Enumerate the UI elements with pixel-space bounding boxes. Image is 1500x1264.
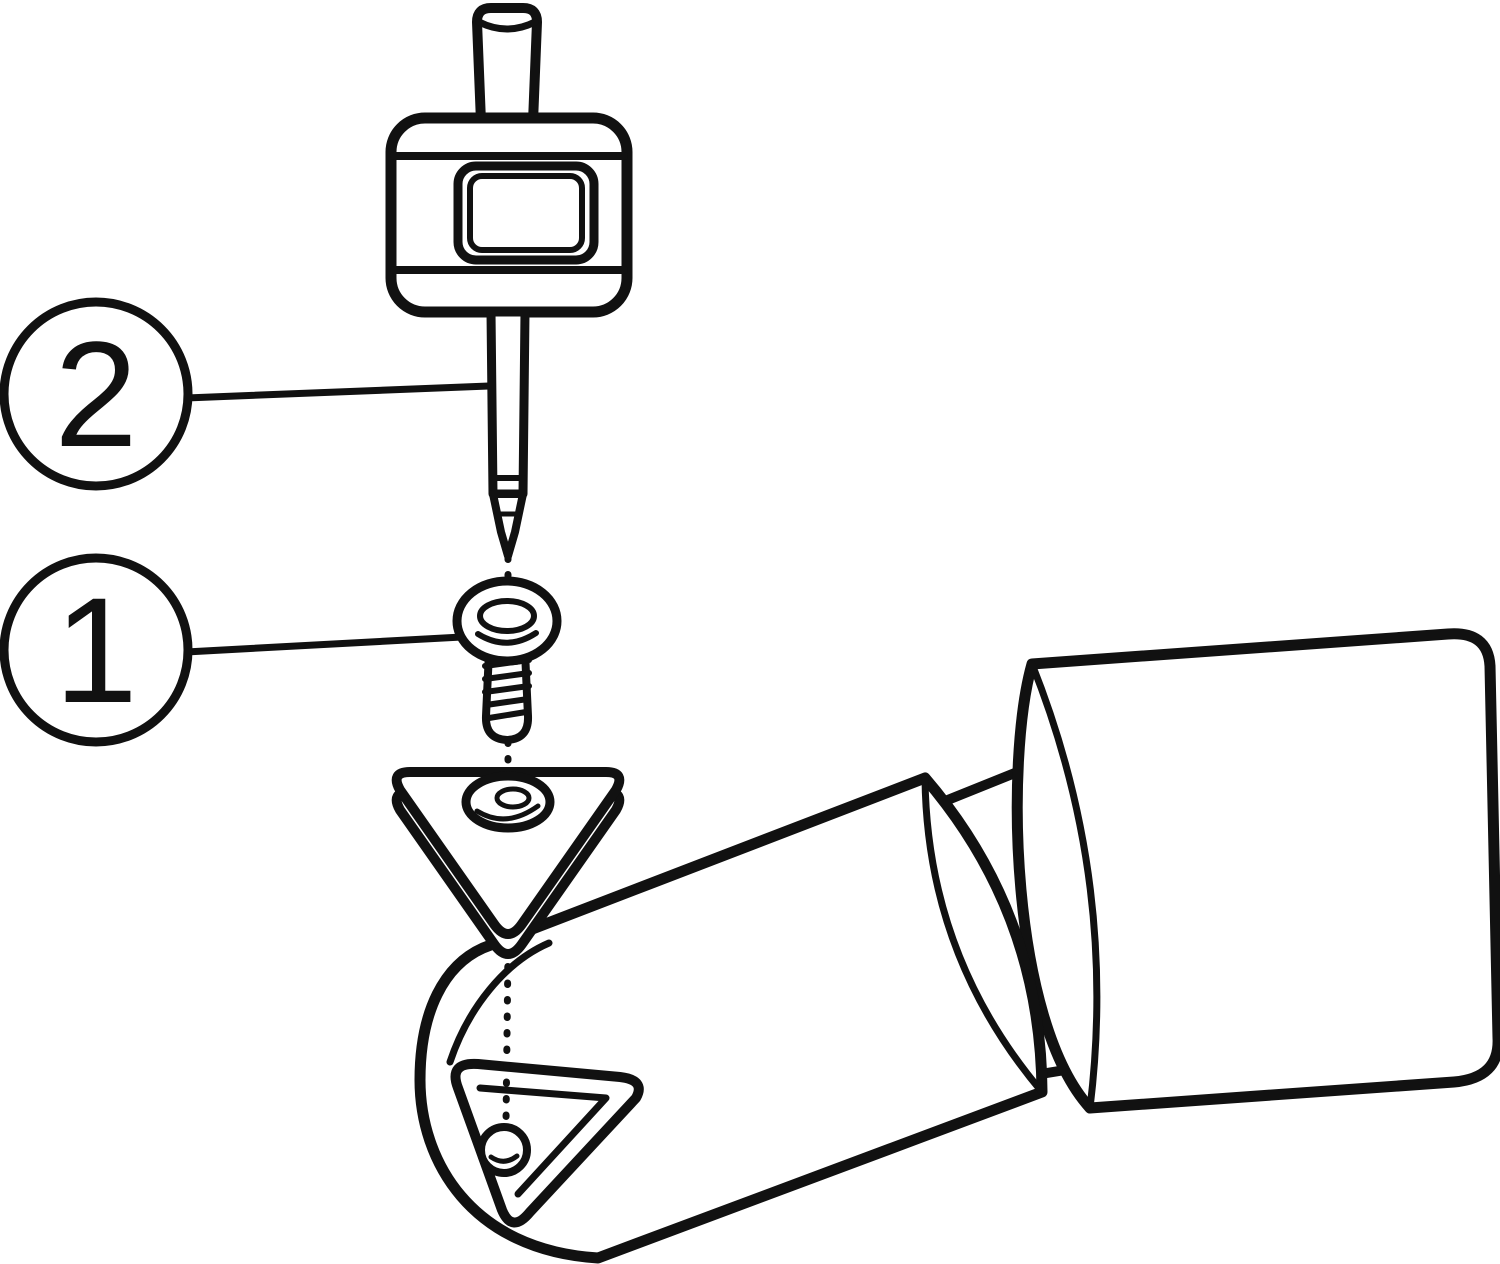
- insert-pocket-wall: [476, 1084, 610, 1198]
- boring-bar-tool: [414, 628, 1500, 1264]
- callout-2-leader: [182, 382, 493, 402]
- screw-recess: [477, 598, 537, 634]
- screw-threads: [482, 657, 532, 721]
- screw-recess-shading: [475, 630, 539, 646]
- callout-2: 2: [0, 297, 493, 491]
- head-chamfer-edge: [446, 939, 553, 1066]
- screw-head: [452, 576, 562, 666]
- callout-1-label: 1: [54, 566, 137, 734]
- key-shaft: [486, 307, 530, 499]
- bar-head-face-arc: [921, 774, 1046, 1096]
- key-bit-tip: [489, 490, 527, 560]
- key-display: [453, 161, 599, 265]
- triangular-insert: [391, 767, 625, 959]
- pocket-screw-hole: [477, 1123, 531, 1177]
- torque-key: [385, 3, 633, 560]
- callout-2-circle: [0, 297, 193, 491]
- assembly-centerline: [502, 554, 512, 1126]
- insert-top-face: [391, 767, 625, 939]
- bar-shank-face-arc: [1028, 660, 1101, 1112]
- insert-hole-countersink: [494, 786, 532, 810]
- insert-pocket: [450, 1058, 644, 1228]
- key-knob: [472, 3, 542, 127]
- callout-2-label: 2: [54, 310, 137, 478]
- key-knob-top-arc: [475, 18, 539, 33]
- bar-shank-large: [1011, 628, 1500, 1114]
- pocket-screw-hole-shading: [488, 1153, 520, 1164]
- callout-1-leader: [182, 633, 466, 656]
- insert-hole-shading: [474, 803, 541, 822]
- key-display-inner: [467, 173, 585, 253]
- callout-1-circle: [0, 553, 193, 747]
- callout-1: 1: [0, 553, 466, 747]
- insert-clamp-screw: [452, 576, 562, 744]
